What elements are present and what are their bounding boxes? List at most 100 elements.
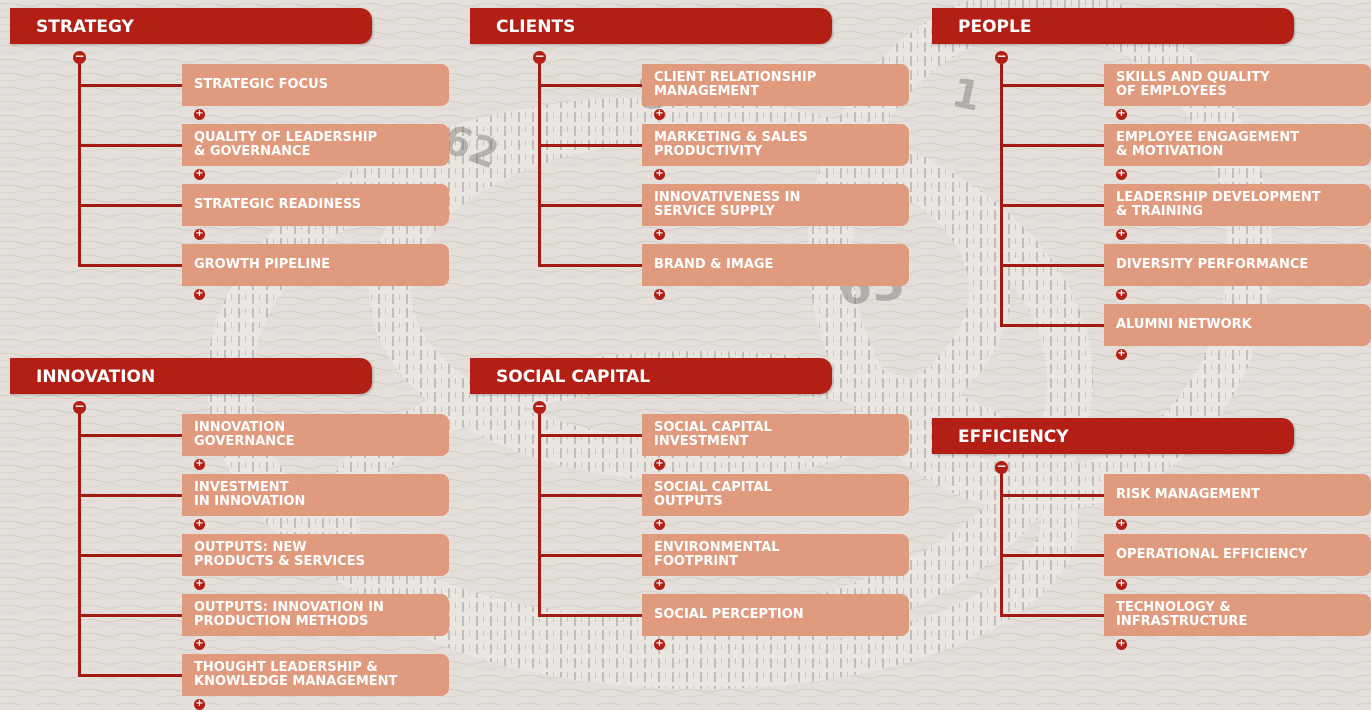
connector-line <box>78 674 182 677</box>
expand-icon[interactable]: + <box>1116 578 1127 590</box>
node-row: ENVIRONMENTAL FOOTPRINT + <box>460 534 920 590</box>
node-item[interactable]: GROWTH PIPELINE <box>182 244 449 286</box>
connector-line <box>1000 144 1104 147</box>
expand-icon[interactable]: + <box>194 168 205 180</box>
connector-line <box>538 84 642 87</box>
node-item[interactable]: INNOVATIVENESS IN SERVICE SUPPLY <box>642 184 909 226</box>
collapse-icon[interactable]: − <box>73 399 86 414</box>
expand-icon[interactable]: + <box>194 228 205 240</box>
node-item[interactable]: THOUGHT LEADERSHIP & KNOWLEDGE MANAGEMEN… <box>182 654 449 696</box>
expand-icon[interactable]: + <box>654 168 665 180</box>
header-people[interactable]: PEOPLE <box>932 8 1294 44</box>
expand-icon[interactable]: + <box>194 638 205 650</box>
expand-icon[interactable]: + <box>1116 518 1127 530</box>
node-item[interactable]: RISK MANAGEMENT <box>1104 474 1371 516</box>
node-label: MARKETING & SALES PRODUCTIVITY <box>654 130 808 159</box>
expand-icon[interactable]: + <box>194 518 205 530</box>
node-item[interactable]: DIVERSITY PERFORMANCE <box>1104 244 1371 286</box>
node-item[interactable]: SOCIAL CAPITAL OUTPUTS <box>642 474 909 516</box>
node-item[interactable]: SOCIAL CAPITAL INVESTMENT <box>642 414 909 456</box>
node-label: INVESTMENT IN INNOVATION <box>194 480 306 509</box>
expand-icon[interactable]: + <box>654 458 665 470</box>
collapse-icon[interactable]: − <box>995 49 1008 64</box>
node-row: STRATEGIC FOCUS + <box>0 64 460 120</box>
node-label: OUTPUTS: INNOVATION IN PRODUCTION METHOD… <box>194 600 384 629</box>
expand-icon[interactable]: + <box>1116 228 1127 240</box>
node-item[interactable]: STRATEGIC FOCUS <box>182 64 449 106</box>
node-label: SOCIAL CAPITAL INVESTMENT <box>654 420 772 449</box>
node-label: QUALITY OF LEADERSHIP & GOVERNANCE <box>194 130 378 159</box>
node-item[interactable]: BRAND & IMAGE <box>642 244 909 286</box>
node-label: LEADERSHIP DEVELOPMENT & TRAINING <box>1116 190 1321 219</box>
collapse-icon[interactable]: − <box>533 399 546 414</box>
expand-icon[interactable]: + <box>1116 168 1127 180</box>
collapse-icon[interactable]: − <box>533 49 546 64</box>
expand-icon[interactable]: + <box>194 108 205 120</box>
expand-icon[interactable]: + <box>654 638 665 650</box>
node-label: SKILLS AND QUALITY OF EMPLOYEES <box>1116 70 1270 99</box>
node-row: SOCIAL PERCEPTION + <box>460 594 920 650</box>
expand-icon[interactable]: + <box>654 108 665 120</box>
node-row: LEADERSHIP DEVELOPMENT & TRAINING + <box>922 184 1371 240</box>
expand-icon[interactable]: + <box>1116 288 1127 300</box>
header-social-capital[interactable]: SOCIAL CAPITAL <box>470 358 832 394</box>
node-item[interactable]: INVESTMENT IN INNOVATION <box>182 474 449 516</box>
node-item[interactable]: LEADERSHIP DEVELOPMENT & TRAINING <box>1104 184 1371 226</box>
node-row: SOCIAL CAPITAL OUTPUTS + <box>460 474 920 530</box>
expand-icon[interactable]: + <box>194 578 205 590</box>
expand-icon[interactable]: + <box>1116 348 1127 360</box>
node-label: EMPLOYEE ENGAGEMENT & MOTIVATION <box>1116 130 1300 159</box>
node-label: BRAND & IMAGE <box>654 257 774 272</box>
node-item[interactable]: SKILLS AND QUALITY OF EMPLOYEES <box>1104 64 1371 106</box>
expand-icon[interactable]: + <box>194 458 205 470</box>
node-item[interactable]: EMPLOYEE ENGAGEMENT & MOTIVATION <box>1104 124 1371 166</box>
node-item[interactable]: MARKETING & SALES PRODUCTIVITY <box>642 124 909 166</box>
node-row: OPERATIONAL EFFICIENCY + <box>922 534 1371 590</box>
connector-line <box>1000 554 1104 557</box>
node-row: TECHNOLOGY & INFRASTRUCTURE + <box>922 594 1371 650</box>
connector-line <box>78 144 182 147</box>
header-strategy[interactable]: STRATEGY <box>10 8 372 44</box>
connector-line <box>538 434 642 437</box>
expand-icon[interactable]: + <box>654 518 665 530</box>
collapse-icon[interactable]: − <box>73 49 86 64</box>
node-row: RISK MANAGEMENT + <box>922 474 1371 530</box>
node-label: SOCIAL CAPITAL OUTPUTS <box>654 480 772 509</box>
node-item[interactable]: QUALITY OF LEADERSHIP & GOVERNANCE <box>182 124 449 166</box>
node-label: DIVERSITY PERFORMANCE <box>1116 257 1309 272</box>
node-label: ALUMNI NETWORK <box>1116 317 1252 332</box>
node-item[interactable]: ALUMNI NETWORK <box>1104 304 1371 346</box>
header-innovation[interactable]: INNOVATION <box>10 358 372 394</box>
header-efficiency[interactable]: EFFICIENCY <box>932 418 1294 454</box>
node-label: INNOVATIVENESS IN SERVICE SUPPLY <box>654 190 801 219</box>
node-row: THOUGHT LEADERSHIP & KNOWLEDGE MANAGEMEN… <box>0 654 460 710</box>
expand-icon[interactable]: + <box>1116 108 1127 120</box>
expand-icon[interactable]: + <box>654 288 665 300</box>
node-item[interactable]: ENVIRONMENTAL FOOTPRINT <box>642 534 909 576</box>
node-label: ENVIRONMENTAL FOOTPRINT <box>654 540 780 569</box>
connector-line <box>538 494 642 497</box>
node-item[interactable]: OUTPUTS: NEW PRODUCTS & SERVICES <box>182 534 449 576</box>
node-item[interactable]: TECHNOLOGY & INFRASTRUCTURE <box>1104 594 1371 636</box>
connector-line <box>78 434 182 437</box>
connector-line <box>1000 84 1104 87</box>
node-row: ALUMNI NETWORK + <box>922 304 1371 360</box>
connector-line <box>1000 264 1104 267</box>
node-item[interactable]: CLIENT RELATIONSHIP MANAGEMENT <box>642 64 909 106</box>
collapse-icon[interactable]: − <box>995 459 1008 474</box>
node-item[interactable]: SOCIAL PERCEPTION <box>642 594 909 636</box>
trunk-line <box>538 408 541 617</box>
expand-icon[interactable]: + <box>654 578 665 590</box>
node-label: CLIENT RELATIONSHIP MANAGEMENT <box>654 70 817 99</box>
node-item[interactable]: OUTPUTS: INNOVATION IN PRODUCTION METHOD… <box>182 594 449 636</box>
node-row: BRAND & IMAGE + <box>460 244 920 300</box>
expand-icon[interactable]: + <box>1116 638 1127 650</box>
expand-icon[interactable]: + <box>654 228 665 240</box>
connector-line <box>1000 324 1104 327</box>
node-item[interactable]: STRATEGIC READINESS <box>182 184 449 226</box>
header-clients[interactable]: CLIENTS <box>470 8 832 44</box>
node-item[interactable]: OPERATIONAL EFFICIENCY <box>1104 534 1371 576</box>
node-row: CLIENT RELATIONSHIP MANAGEMENT + <box>460 64 920 120</box>
node-item[interactable]: INNOVATION GOVERNANCE <box>182 414 449 456</box>
expand-icon[interactable]: + <box>194 288 205 300</box>
